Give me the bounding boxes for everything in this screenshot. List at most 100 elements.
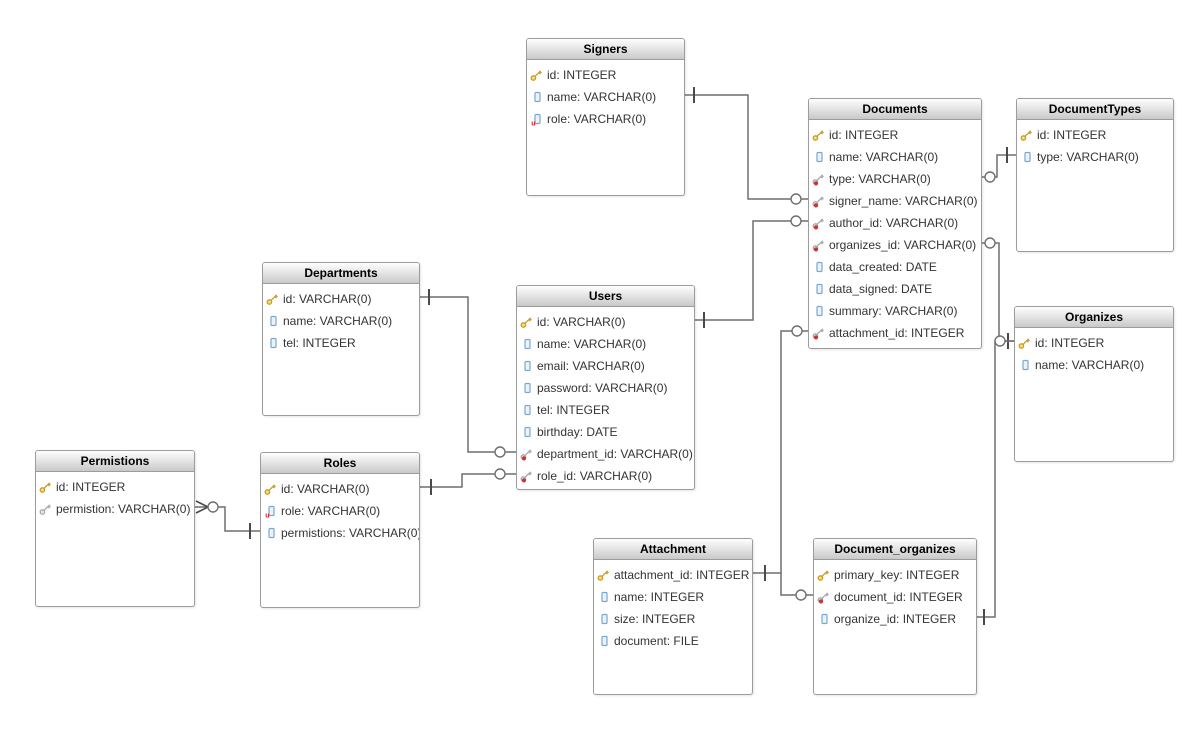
- entity-table-documents[interactable]: Documents id: INTEGER name: VARCHAR(0) type…: [808, 98, 982, 349]
- field-label: name: VARCHAR(0): [829, 150, 939, 164]
- connector-line[interactable]: [753, 330, 808, 574]
- relationship-connector-documents-organizes[interactable]: [982, 237, 1014, 349]
- entity-title[interactable]: Signers: [527, 39, 684, 60]
- field-row-name[interactable]: name: VARCHAR(0): [527, 86, 684, 108]
- entity-title[interactable]: Document_organizes: [814, 539, 976, 560]
- field-row-department-id[interactable]: department_id: VARCHAR(0): [517, 443, 694, 465]
- relationship-connector-departments-users[interactable]: [420, 289, 516, 458]
- column-icon: [1020, 151, 1035, 164]
- relationship-connector-documents-documenttypes[interactable]: [982, 147, 1016, 183]
- primary-key-icon: [530, 69, 545, 82]
- relationship-connector-documents-attachment[interactable]: [753, 325, 808, 581]
- entity-title[interactable]: Organizes: [1015, 307, 1173, 328]
- foreign-key-icon: [817, 591, 832, 604]
- field-row-id[interactable]: id: INTEGER: [809, 124, 981, 146]
- cardinality-zero-circle-icon: [494, 446, 506, 458]
- primary-key-icon: [817, 569, 832, 582]
- field-row-name[interactable]: name: INTEGER: [594, 586, 752, 608]
- entity-title[interactable]: Permistions: [36, 451, 194, 472]
- field-row-permistions[interactable]: permistions: VARCHAR(0): [261, 522, 419, 544]
- field-label: id: INTEGER: [1035, 336, 1105, 350]
- field-row-role-id[interactable]: role_id: VARCHAR(0): [517, 465, 694, 487]
- field-row-type[interactable]: type: VARCHAR(0): [809, 168, 981, 190]
- entity-title[interactable]: DocumentTypes: [1017, 99, 1173, 120]
- field-row-id[interactable]: id: INTEGER: [527, 64, 684, 86]
- entity-title[interactable]: Attachment: [594, 539, 752, 560]
- column-icon: [520, 360, 535, 373]
- field-label: organize_id: INTEGER: [834, 612, 957, 626]
- field-row-type[interactable]: type: VARCHAR(0): [1017, 146, 1173, 168]
- field-row-permistion[interactable]: permistion: VARCHAR(0): [36, 498, 194, 520]
- field-row-id[interactable]: id: INTEGER: [36, 476, 194, 498]
- field-row-tel[interactable]: tel: INTEGER: [263, 332, 419, 354]
- entity-table-users[interactable]: Users id: VARCHAR(0) name: VARCHAR(0) email…: [516, 285, 695, 490]
- field-row-tel[interactable]: tel: INTEGER: [517, 399, 694, 421]
- entity-table-permistions[interactable]: Permistions id: INTEGER permistion: VARCHA…: [35, 450, 195, 607]
- cardinality-zero-circle-icon: [795, 589, 807, 601]
- field-row-birthday[interactable]: birthday: DATE: [517, 421, 694, 443]
- field-row-id[interactable]: id: INTEGER: [1015, 332, 1173, 354]
- field-label: document: FILE: [614, 634, 699, 648]
- cardinality-zero-circle-icon: [791, 325, 803, 337]
- field-row-attachment-id[interactable]: attachment_id: INTEGER: [594, 564, 752, 586]
- field-label: id: INTEGER: [56, 480, 126, 494]
- entity-title[interactable]: Roles: [261, 453, 419, 474]
- field-label: data_signed: DATE: [829, 282, 933, 296]
- field-row-size[interactable]: size: INTEGER: [594, 608, 752, 630]
- field-row-id[interactable]: id: VARCHAR(0): [517, 311, 694, 333]
- field-label: name: VARCHAR(0): [1035, 358, 1145, 372]
- entity-title[interactable]: Documents: [809, 99, 981, 120]
- relationship-connector-documentorganizes-organizes[interactable]: [977, 335, 1014, 625]
- field-row-name[interactable]: name: VARCHAR(0): [517, 333, 694, 355]
- relationship-connector-signers-documents[interactable]: [685, 87, 808, 205]
- field-row-document-id[interactable]: document_id: INTEGER: [814, 586, 976, 608]
- relationship-connector-users-documents[interactable]: [695, 215, 808, 328]
- field-label: type: VARCHAR(0): [1037, 150, 1139, 164]
- relationship-connector-permistions-roles[interactable]: [195, 500, 260, 539]
- entity-title[interactable]: Users: [517, 286, 694, 307]
- field-row-id[interactable]: id: VARCHAR(0): [261, 478, 419, 500]
- field-row-summary[interactable]: summary: VARCHAR(0): [809, 300, 981, 322]
- field-row-author-id[interactable]: author_id: VARCHAR(0): [809, 212, 981, 234]
- field-row-attachment-id[interactable]: attachment_id: INTEGER: [809, 322, 981, 344]
- connector-line[interactable]: [982, 242, 1014, 342]
- connector-line[interactable]: [420, 296, 516, 453]
- entity-table-departments[interactable]: Departments id: VARCHAR(0)name: VARCHAR(0…: [262, 262, 420, 416]
- connector-line[interactable]: [685, 94, 808, 200]
- entity-table-documenttypes[interactable]: DocumentTypes id: INTEGER type: VARCHAR(0): [1016, 98, 1174, 252]
- field-row-name[interactable]: name: VARCHAR(0): [1015, 354, 1173, 376]
- connector-line[interactable]: [977, 340, 1014, 618]
- field-row-document[interactable]: document: FILE: [594, 630, 752, 652]
- field-row-id[interactable]: id: INTEGER: [1017, 124, 1173, 146]
- relationship-connector-documents-documentorganizes[interactable]: [780, 573, 813, 601]
- field-row-data-signed[interactable]: data_signed: DATE: [809, 278, 981, 300]
- field-row-primary-key[interactable]: primary_key: INTEGER: [814, 564, 976, 586]
- column-icon: [817, 613, 832, 626]
- entity-title[interactable]: Departments: [263, 263, 419, 284]
- field-row-signer-name[interactable]: signer_name: VARCHAR(0): [809, 190, 981, 212]
- field-row-id[interactable]: id: VARCHAR(0): [263, 288, 419, 310]
- connector-line[interactable]: [695, 220, 808, 321]
- field-row-organize-id[interactable]: organize_id: INTEGER: [814, 608, 976, 630]
- field-row-password[interactable]: password: VARCHAR(0): [517, 377, 694, 399]
- field-row-organizes-id[interactable]: organizes_id: VARCHAR(0): [809, 234, 981, 256]
- field-row-email[interactable]: email: VARCHAR(0): [517, 355, 694, 377]
- connector-line[interactable]: [420, 473, 516, 488]
- field-label: name: VARCHAR(0): [537, 337, 647, 351]
- primary-key-icon: [812, 129, 827, 142]
- relationship-connector-roles-users[interactable]: [420, 468, 516, 495]
- field-row-data-created[interactable]: data_created: DATE: [809, 256, 981, 278]
- field-label: permistions: VARCHAR(0): [281, 526, 419, 540]
- field-row-name[interactable]: name: VARCHAR(0): [263, 310, 419, 332]
- field-row-name[interactable]: name: VARCHAR(0): [809, 146, 981, 168]
- entity-table-organizes[interactable]: Organizes id: INTEGER name: VARCHAR(0): [1014, 306, 1174, 462]
